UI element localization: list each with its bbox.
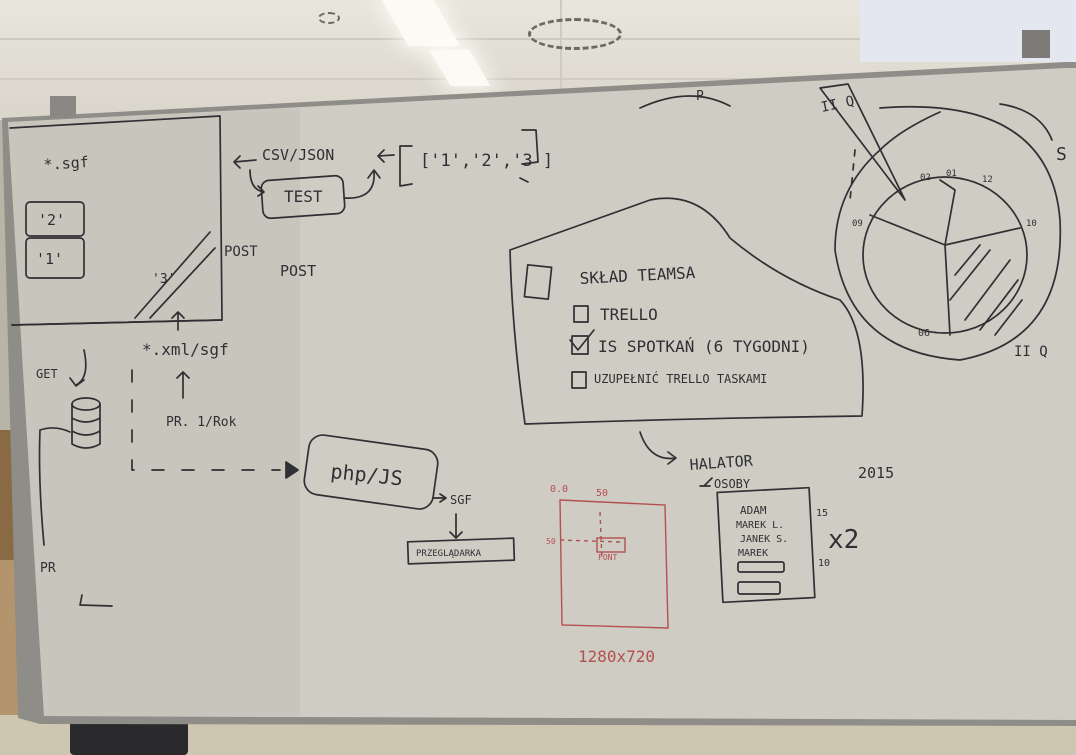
outer-arc [999, 103, 1053, 141]
pr-arrow [38, 427, 71, 546]
inner-circle [862, 176, 1028, 334]
test-arrow-out [343, 169, 381, 199]
red-frame [559, 499, 669, 629]
left-divider [11, 319, 223, 326]
php-arrow [433, 493, 447, 503]
clock-hand-1 [869, 179, 956, 246]
name-4: MAREK [738, 548, 768, 559]
red-font-box [596, 537, 626, 553]
todo-checkbox-3 [571, 371, 587, 389]
side-label-15: 15 [816, 508, 828, 519]
red-left: 50 [546, 537, 556, 546]
label-3: '3' [152, 272, 175, 287]
todo-checkbox-1 [573, 305, 589, 323]
browser-box [406, 537, 516, 565]
roman-2-top: II Q [820, 93, 856, 116]
board-shade [8, 108, 300, 716]
database-body [71, 403, 101, 449]
clock-hand-2 [944, 227, 1021, 336]
dashed-line [131, 369, 281, 471]
php-box [303, 434, 439, 510]
name-2: MAREK L. [736, 520, 784, 531]
box-1 [25, 237, 85, 279]
tick-06: 06 [918, 328, 930, 339]
names-slot-2 [737, 581, 781, 595]
halator-title: HALATOR [689, 452, 754, 474]
names-slot-1 [737, 561, 785, 573]
tick-09: 09 [852, 219, 863, 229]
ceiling-vent [318, 12, 340, 24]
tick-01: 01 [946, 169, 957, 179]
side-label-10: 10 [818, 558, 830, 569]
todo-cloud [509, 197, 864, 425]
hatch [949, 244, 1023, 336]
test-box [260, 174, 346, 220]
sgf-header: *.sgf [43, 153, 89, 174]
label-xml: *.xml/sgf [142, 340, 229, 359]
red-font: FONT [598, 553, 617, 562]
name-3: JANEK S. [740, 534, 788, 545]
arrow-left-2 [233, 155, 257, 169]
arrow-left-1 [377, 149, 395, 163]
wedge [819, 83, 906, 201]
bracket-right [519, 129, 539, 183]
label-get: GET [36, 367, 58, 381]
dash-arrowhead [285, 461, 299, 479]
label-post-1: POST [224, 244, 258, 260]
sgf-small-label: SGF [450, 493, 472, 507]
p-label: P [696, 89, 704, 104]
p-curve [639, 95, 731, 109]
test-arrow-in [249, 169, 265, 197]
todo-item-3: UZUPEŁNIĆ TRELLO TASKAMI [594, 371, 767, 386]
label-post-2: POST [280, 262, 316, 280]
array-label: ['1','2','3'] [420, 151, 553, 171]
box-2-label: '2' [38, 211, 65, 229]
todo-item-1: TRELLO [600, 305, 658, 324]
halator-subtitle: OSOBY [714, 477, 751, 491]
halator-arrow [699, 477, 713, 487]
pr-tail [79, 594, 113, 607]
ceiling-vent [528, 18, 622, 50]
browser-label: PRZEGLĄDARKA [416, 549, 482, 559]
diagonal-stripe [134, 231, 216, 319]
edge-s: S [1056, 144, 1067, 165]
bracket-left [399, 145, 413, 187]
name-1: ADAM [740, 504, 767, 517]
browser-arrow [449, 513, 463, 539]
halator-year: 2015 [858, 464, 894, 482]
ceiling-seam [0, 78, 1076, 80]
red-top: 50 [596, 488, 608, 499]
todo-check-mark [569, 329, 595, 351]
label-pr-rate: PR. 1/Rok [166, 415, 237, 430]
arrow-up-2 [176, 371, 190, 399]
test-label: TEST [284, 187, 323, 206]
outer-circle [834, 106, 1062, 361]
box-1-label: '1' [36, 250, 63, 268]
todo-item-2: IS SPOTKAŃ (6 TYGODNI) [598, 337, 810, 356]
wedge-dash [849, 149, 856, 201]
tick-12: 12 [982, 175, 993, 185]
board-clip-left [50, 96, 76, 118]
tick-02: 02 [920, 173, 931, 183]
ceiling-seam [560, 0, 562, 100]
times-2: x2 [828, 525, 859, 555]
names-box [716, 486, 816, 604]
csv-json-label: CSV/JSON [262, 146, 334, 164]
todo-checkbox-main [523, 263, 553, 301]
label-pr: PR [40, 561, 56, 576]
tick-10: 10 [1026, 219, 1037, 229]
red-caption: 1280x720 [578, 647, 655, 666]
board-clip-right [1022, 30, 1050, 58]
box-2 [25, 201, 85, 237]
todo-checkbox-2 [571, 335, 589, 355]
cloud-arrow [639, 431, 677, 465]
arrow-down-get [69, 349, 87, 387]
red-tl: 0.0 [550, 484, 568, 495]
roman-2-bottom: II Q [1014, 344, 1048, 360]
arrow-up [171, 311, 185, 331]
